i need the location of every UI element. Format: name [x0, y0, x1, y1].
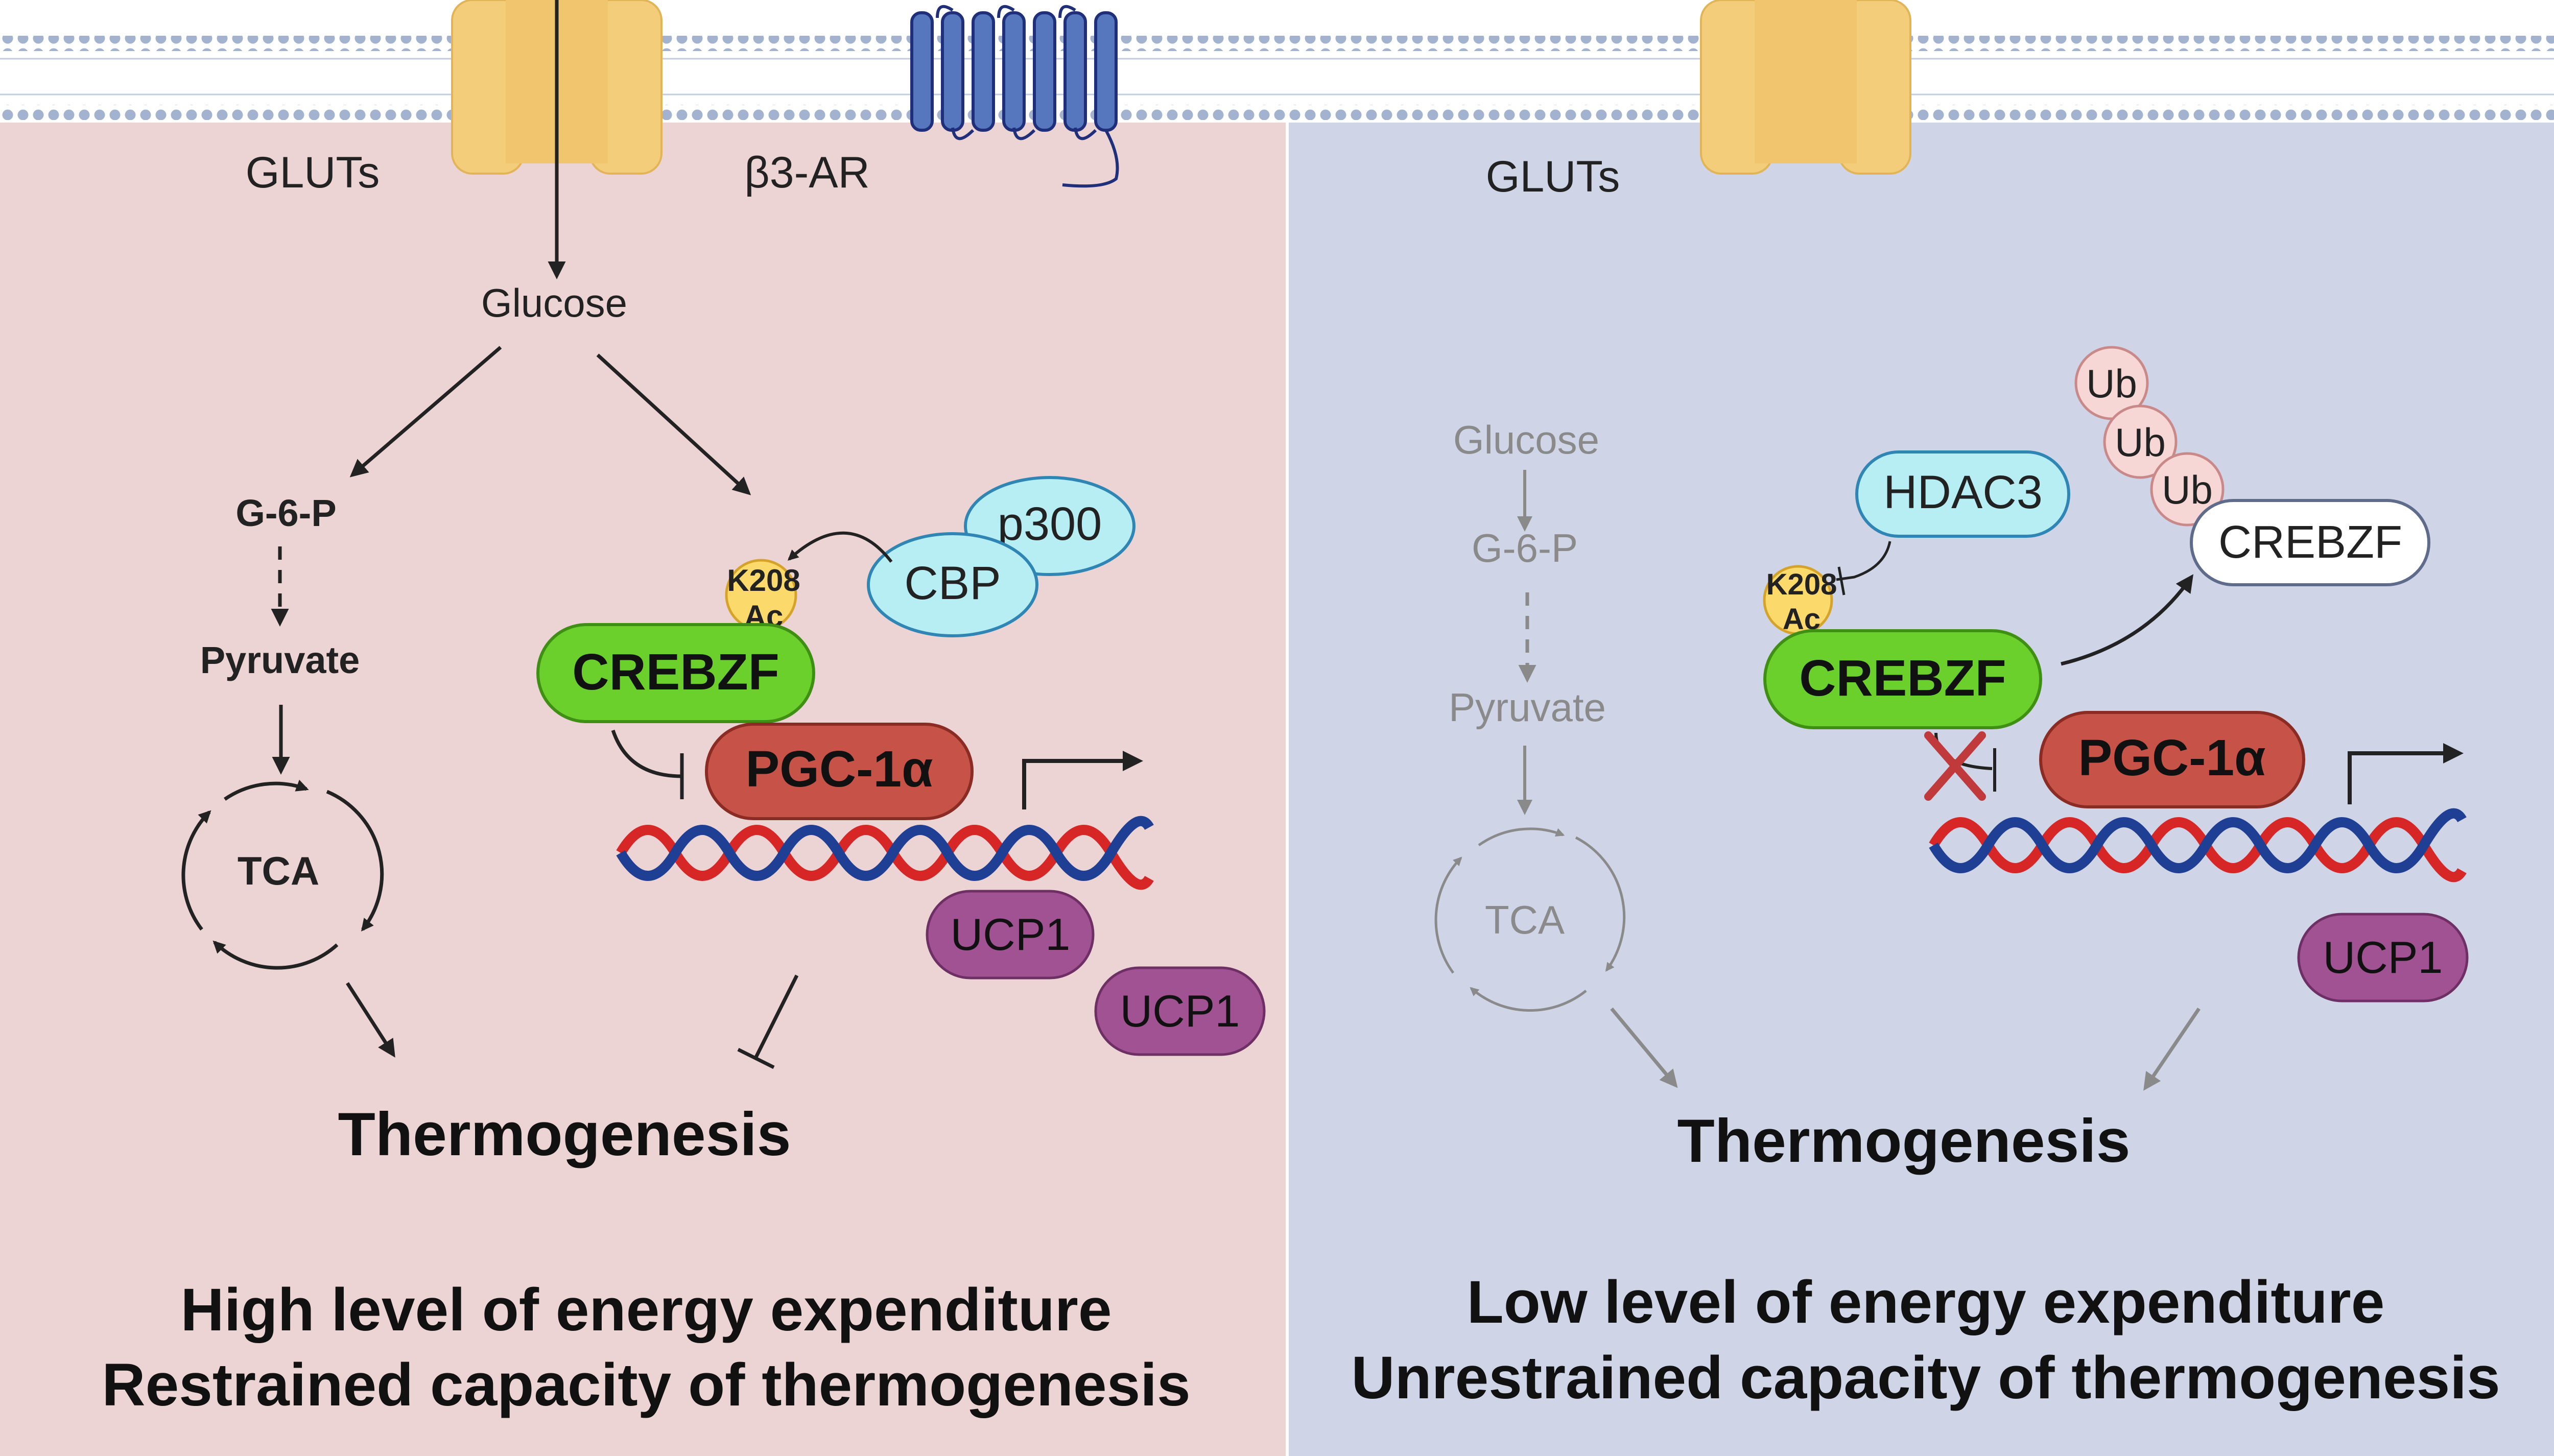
left-tca-label: TCA [238, 848, 319, 893]
block-cross-icon [1924, 731, 1986, 801]
cbp-label: CBP [904, 557, 1001, 609]
right-summary-line2: Unrestrained capacity of thermogenesis [1351, 1344, 2500, 1412]
ub-label-3: Ub [2162, 467, 2213, 512]
cbp-acetylation-arrow [787, 531, 893, 563]
arrow-glucose-to-crebzf [596, 353, 751, 495]
right-glut-label: GLUTs [1486, 152, 1620, 201]
right-dna-helix [1929, 808, 2467, 882]
left-crebzf-inhibits-pgc1a [611, 729, 682, 778]
left-transcription-arrow [1022, 751, 1143, 809]
left-crebzf-protein [536, 623, 815, 723]
ub-circle-2 [2103, 404, 2178, 479]
right-ucp1-protein [2297, 913, 2469, 1003]
left-dna-helix [616, 816, 1154, 890]
hdac3-bar [1837, 566, 1846, 595]
hdac3-protein [1855, 450, 2070, 538]
left-summary-line1: High level of energy expenditure [181, 1276, 1112, 1344]
right-g6p-label: G-6-P [1472, 526, 1578, 570]
right-pgc1a-protein [2039, 711, 2305, 808]
left-ucp1-protein-a [926, 890, 1095, 980]
right-tca-label: TCA [1485, 897, 1565, 942]
cell-membrane [0, 36, 2554, 120]
left-ucp1-protein-b [1094, 966, 1266, 1056]
right-glucose-label: Glucose [1453, 417, 1599, 462]
left-crebzf-label: CREBZF [572, 643, 779, 701]
left-tca-cycle [181, 779, 384, 970]
left-g6p-label: G-6-P [235, 492, 336, 534]
right-k208-label: K208 [1766, 568, 1837, 601]
left-ucp1-label-a: UCP1 [951, 909, 1071, 960]
crebzf-release-arrow [2061, 574, 2193, 666]
right-pgc1a-label: PGC-1α [2078, 729, 2265, 786]
left-glut-label: GLUTs [246, 148, 380, 197]
ubiquitinated-crebzf-label: CREBZF [2218, 517, 2402, 568]
ub-label-2: Ub [2115, 420, 2166, 465]
left-summary-line2: Restrained capacity of thermogenesis [102, 1351, 1190, 1419]
left-pgc1a-label: PGC-1α [745, 741, 933, 798]
left-inhibit-thermo [754, 974, 799, 1058]
right-panel [1287, 123, 2554, 1456]
left-inhibit-thermo-bar [737, 1047, 775, 1069]
ub-label-1: Ub [2086, 361, 2137, 406]
right-tca-cycle [1434, 827, 1626, 1012]
beta3-ar-receptor [910, 5, 1119, 188]
left-pyruvate-label: Pyruvate [200, 639, 360, 681]
right-tca-to-thermo-arrow [1610, 1007, 1678, 1088]
p300-label: p300 [998, 498, 1102, 550]
ub-circle-3 [2150, 452, 2225, 527]
right-crebzf-protein [1763, 629, 2042, 729]
hdac3-label: HDAC3 [1883, 466, 2043, 518]
right-crebzf-label: CREBZF [1799, 650, 2006, 707]
right-thermogenesis-label: Thermogenesis [1677, 1107, 2131, 1175]
left-tca-to-thermo-arrow [346, 982, 395, 1058]
right-ucp1-to-thermo-arrow [2143, 1008, 2201, 1091]
right-pyruvate-label: Pyruvate [1449, 685, 1606, 730]
glut-transporter-right [1700, 0, 1911, 175]
arrow-glucose-to-g6p [349, 346, 502, 478]
left-ucp1-label-b: UCP1 [1120, 986, 1240, 1036]
left-glucose-label: Glucose [481, 280, 627, 325]
left-panel [0, 123, 1287, 1456]
left-pgc1a-protein [705, 723, 974, 820]
hdac3-deacetylation-line [1836, 541, 1891, 581]
right-transcription-arrow [2348, 743, 2464, 804]
left-receptor-label: β3-AR [744, 148, 869, 197]
cbp-protein [867, 532, 1038, 637]
right-summary-line1: Low level of energy expenditure [1467, 1269, 2385, 1336]
ubiquitinated-crebzf [2190, 499, 2430, 586]
left-k208-label: K208 [727, 563, 800, 598]
right-ucp1-label: UCP1 [2323, 932, 2443, 983]
left-thermogenesis-label: Thermogenesis [338, 1100, 791, 1168]
